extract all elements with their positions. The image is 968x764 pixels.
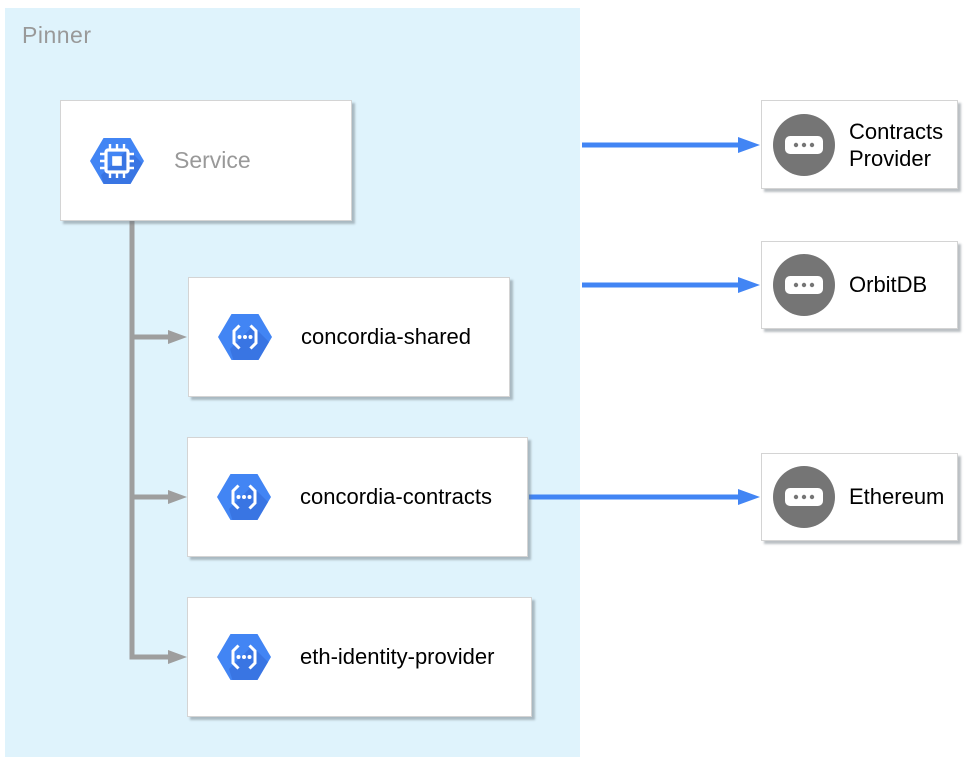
api-endpoints-hexagon-icon (216, 473, 272, 521)
api-endpoints-hexagon-icon (217, 313, 273, 361)
node-orbitdb: OrbitDB (761, 241, 958, 329)
compute-engine-hexagon-icon (89, 137, 145, 185)
api-endpoints-hexagon-icon (216, 633, 272, 681)
generic-service-circle-icon (773, 113, 835, 176)
node-service: Service (60, 100, 352, 221)
blue-connectors (529, 142, 740, 500)
node-concordia-shared: concordia-shared (188, 277, 510, 397)
generic-service-circle-icon (773, 466, 835, 528)
node-eth-identity-provider: eth-identity-provider (187, 597, 532, 717)
node-eth-identity-provider-label: eth-identity-provider (300, 644, 495, 669)
node-contracts-provider-label: Contracts Provider (849, 118, 944, 171)
node-service-label: Service (174, 147, 251, 173)
node-concordia-contracts: concordia-contracts (187, 437, 528, 557)
node-ethereum-label: Ethereum (849, 484, 945, 509)
gray-arrowheads (168, 330, 187, 664)
generic-service-circle-icon (773, 254, 835, 316)
node-concordia-shared-label: concordia-shared (301, 324, 471, 349)
pinner-group-label: Pinner (22, 22, 92, 48)
node-orbitdb-label: OrbitDB (849, 272, 928, 297)
node-ethereum: Ethereum (761, 453, 958, 541)
blue-arrowheads (738, 137, 760, 505)
service-tree-connector (129, 221, 170, 660)
node-concordia-contracts-label: concordia-contracts (300, 484, 492, 509)
node-contracts-provider: Contracts Provider (761, 100, 958, 189)
